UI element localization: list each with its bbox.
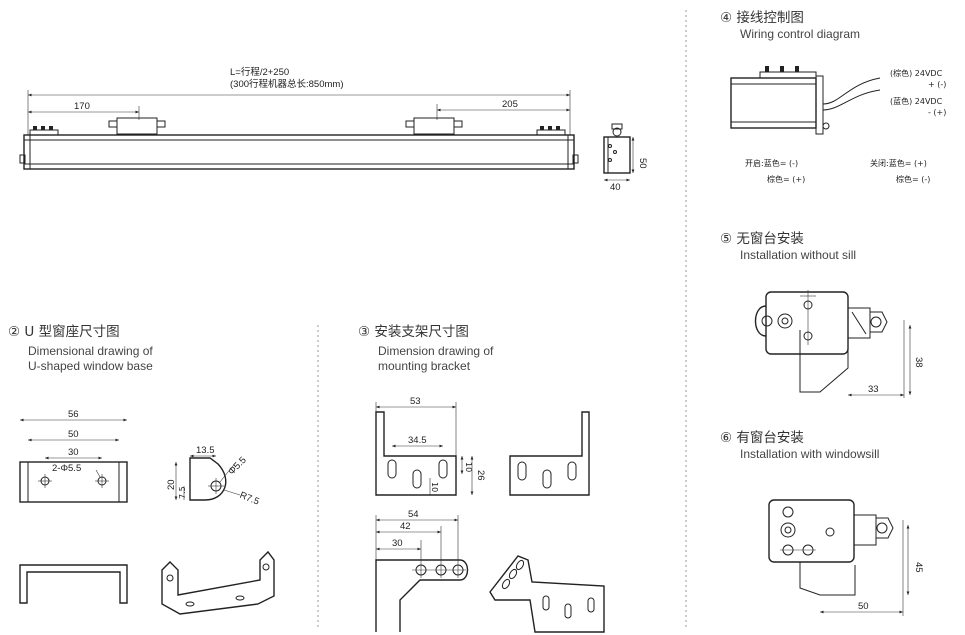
dim-53-label: 53 <box>410 396 421 407</box>
dim-33-label: 33 <box>868 384 879 395</box>
length-formula-label: L=行程/2+250 <box>230 66 289 78</box>
dim-30b-label: 30 <box>392 538 403 549</box>
section3-subtitle-2: mounting bracket <box>378 359 471 373</box>
dim-34-5-label: 34.5 <box>408 435 427 446</box>
u-window-base-section: ② U 型窗座尺寸图 Dimensional drawing of U-shap… <box>8 323 275 615</box>
dim-56-label: 56 <box>68 409 79 420</box>
open-blue-label: 开启:蓝色= (-) <box>745 158 798 168</box>
section2-subtitle-1: Dimensional drawing of <box>28 344 153 358</box>
close-brown-label: 棕色= (-) <box>896 174 930 184</box>
main-actuator-drawing: L=行程/2+250 (300行程机器总长:850mm) 170 205 <box>19 66 648 193</box>
dim-170-label: 170 <box>74 101 90 112</box>
dim-7-5-label: 7.5 <box>178 486 187 499</box>
dim-20-label: 20 <box>166 479 177 490</box>
radius-callout-label: R7.5 <box>238 490 261 508</box>
dim-205-label: 205 <box>502 99 518 110</box>
section2-subtitle-2: U-shaped window base <box>28 359 153 373</box>
dim-30-label: 30 <box>68 447 79 458</box>
dim-10b-label: 10 <box>430 482 439 492</box>
section6-title: ⑥ 有窗台安装 <box>720 429 804 446</box>
dim-42-label: 42 <box>400 521 411 532</box>
hole-callout-label: 2-Φ5.5 <box>52 463 81 474</box>
length-note-label: (300行程机器总长:850mm) <box>230 78 344 90</box>
dim-38-label: 38 <box>913 357 924 368</box>
section3-subtitle-1: Dimension drawing of <box>378 344 494 358</box>
mounting-bracket-section: ③ 安装支架尺寸图 Dimension drawing of mounting … <box>358 324 605 633</box>
wire-blue-polarity: - (+) <box>928 108 946 117</box>
phi-callout-label: Φ5.5 <box>226 455 248 477</box>
dim-13-5-label: 13.5 <box>196 445 215 456</box>
close-blue-label: 关闭:蓝色= (+) <box>870 158 927 168</box>
installation-without-sill-section: ⑤ 无窗台安装 Installation without sill 38 33 <box>720 230 924 398</box>
dim-10a-label: 10 <box>464 462 473 472</box>
section4-subtitle: Wiring control diagram <box>740 27 860 41</box>
dim-45-label: 45 <box>913 562 924 573</box>
section6-subtitle: Installation with windowsill <box>740 447 879 461</box>
dim-54-label: 54 <box>408 509 419 520</box>
dim-side-width-label: 40 <box>610 182 621 193</box>
section2-title: ② U 型窗座尺寸图 <box>8 323 120 340</box>
wiring-diagram-section: ④ 接线控制图 Wiring control diagram (棕色) 24VD… <box>720 9 946 184</box>
section5-title: ⑤ 无窗台安装 <box>720 230 804 247</box>
section3-title: ③ 安装支架尺寸图 <box>358 324 469 340</box>
section4-title: ④ 接线控制图 <box>720 9 804 26</box>
wire-brown-label: (棕色) 24VDC <box>890 68 943 78</box>
open-brown-label: 棕色= (+) <box>767 174 805 184</box>
dim-50-label: 50 <box>858 601 869 612</box>
wire-brown-polarity: + (-) <box>928 80 946 89</box>
dim-26-label: 26 <box>475 470 486 481</box>
section5-subtitle: Installation without sill <box>740 248 856 262</box>
installation-with-windowsill-section: ⑥ 有窗台安装 Installation with windowsill 45 … <box>720 429 924 616</box>
wire-blue-label: (蓝色) 24VDC <box>890 96 943 106</box>
dim-side-height-label: 50 <box>637 158 648 169</box>
dim-50-label: 50 <box>68 429 79 440</box>
